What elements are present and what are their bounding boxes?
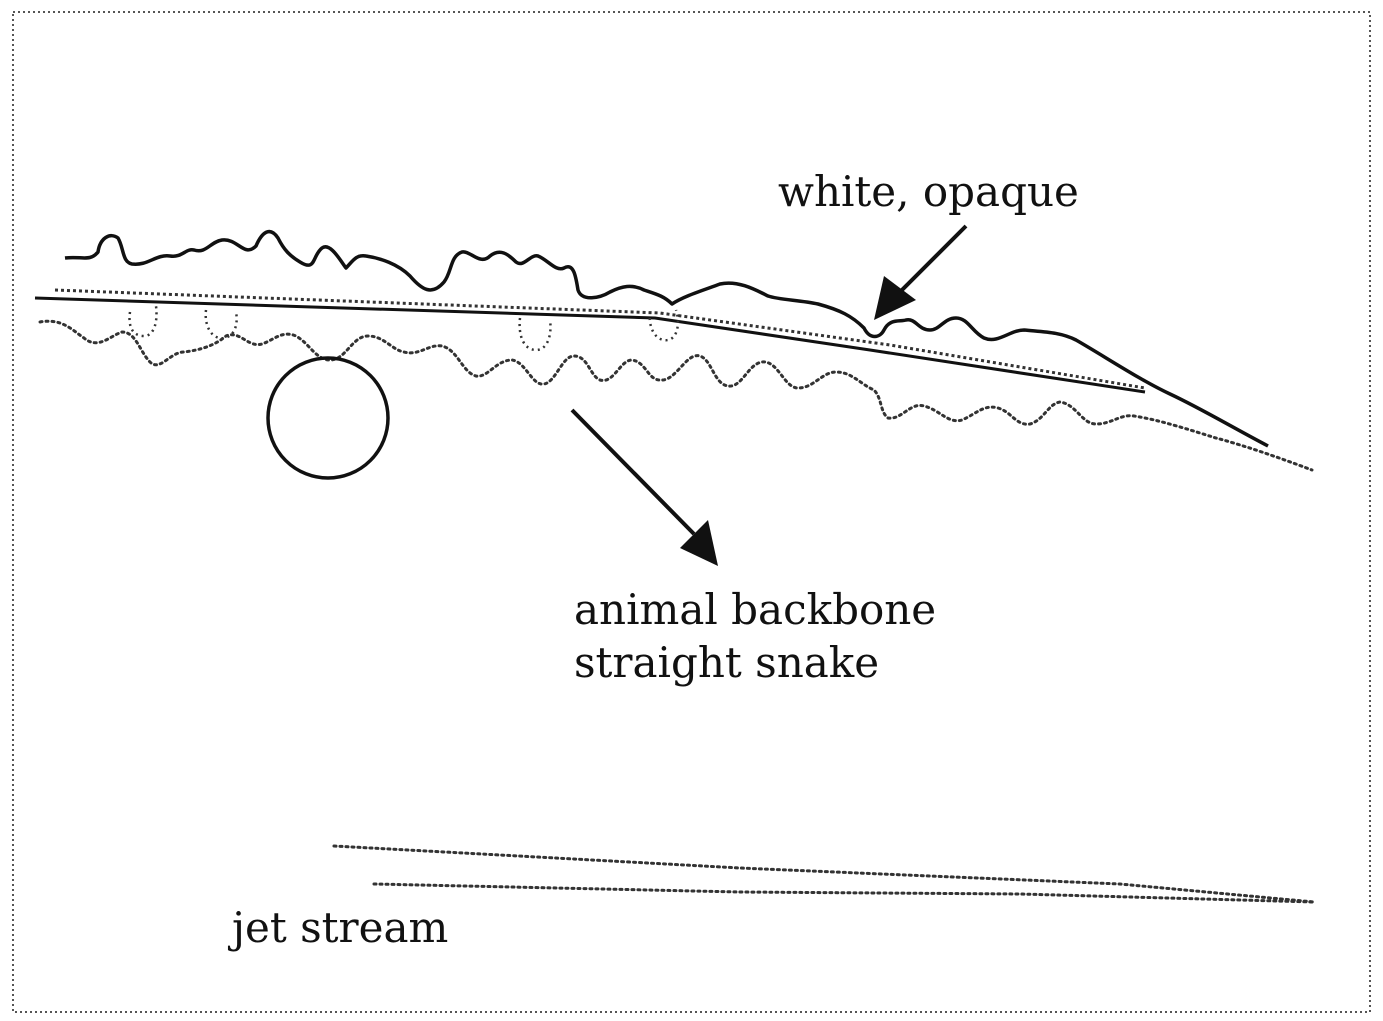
jet-stream-label: jet stream bbox=[232, 903, 449, 952]
dotted-cloud-underside bbox=[38, 319, 1314, 472]
opaque-arrow-shaft bbox=[888, 224, 968, 304]
animal-backbone-text: animal backbone bbox=[574, 585, 937, 634]
dotted-puff-3 bbox=[518, 317, 552, 352]
dotted-puff-4 bbox=[648, 309, 680, 342]
backbone-arrow-shaft bbox=[570, 408, 696, 536]
sun-circle bbox=[266, 356, 390, 480]
backbone-line-solid bbox=[34, 296, 1146, 394]
opaque-cloud-outline bbox=[64, 229, 1269, 448]
jet-stream-line-lower bbox=[372, 882, 1316, 904]
dotted-puff-1 bbox=[128, 305, 158, 338]
dotted-puff-2 bbox=[204, 309, 238, 340]
backbone-label: animal backbone straight snake bbox=[574, 584, 936, 689]
white-opaque-label: white, opaque bbox=[778, 167, 1079, 216]
dotted-frame bbox=[12, 11, 1371, 1013]
opaque-arrow-head bbox=[874, 276, 916, 320]
straight-snake-text: straight snake bbox=[574, 637, 880, 687]
jet-stream-line-upper bbox=[332, 844, 1316, 904]
backbone-line-dotted bbox=[54, 288, 1146, 390]
backbone-arrow-head bbox=[680, 520, 718, 566]
